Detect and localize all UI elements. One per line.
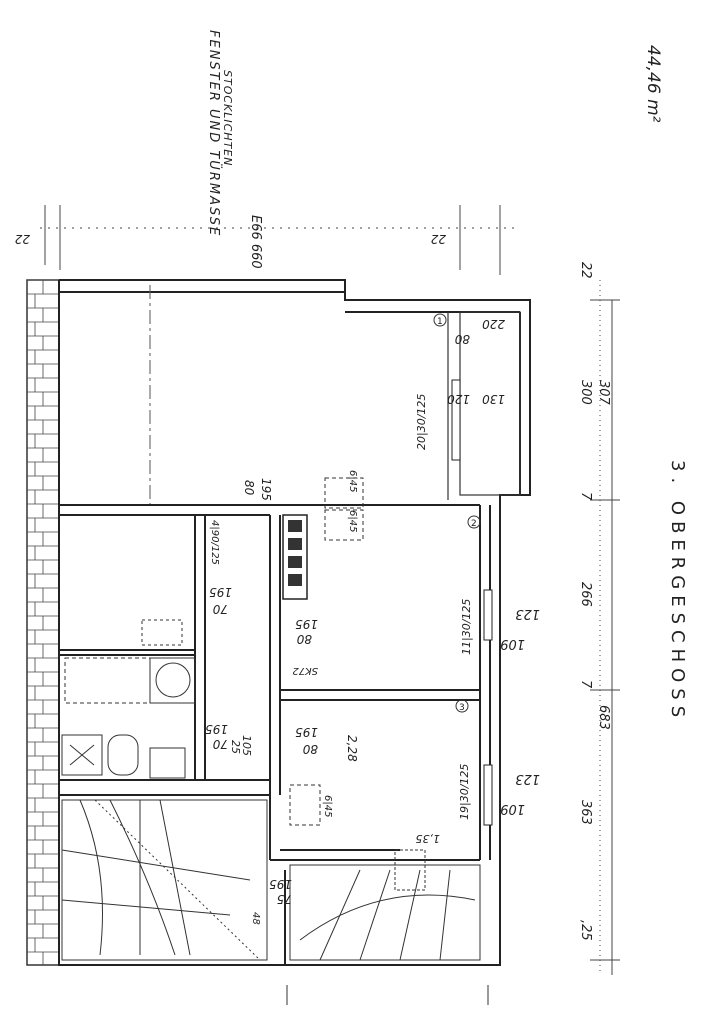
height-228: 2,28 [345, 735, 359, 762]
small-window-c: 6|45 [347, 510, 358, 532]
shaft-block [282, 514, 308, 600]
dim-25: ,25 [578, 920, 593, 941]
dim-266: 266 [578, 582, 593, 607]
room-2-number: 2 [471, 519, 477, 529]
wall-22-right: 22 [578, 262, 593, 279]
room-1-number: 1 [437, 317, 443, 327]
door-e-width: 70 [212, 737, 228, 751]
door-b-width: 80 [296, 632, 312, 646]
small-window-d: 6|45 [322, 795, 333, 817]
window-symbols [451, 379, 493, 826]
dim-307: 307 [596, 380, 611, 406]
stair-left [61, 799, 268, 961]
small-window-a: 4|90/125 [209, 520, 220, 565]
door-f-height: 195 [269, 877, 292, 891]
brick-wall-strip [26, 279, 60, 966]
value-105: 105 [240, 735, 253, 756]
door-d-height: 195 [295, 725, 318, 739]
area-label: 44,46 m² [643, 45, 663, 123]
value-25: 25 [229, 740, 242, 754]
window-3-label: 19|30/125 [458, 764, 471, 820]
window-1-label: 20|30/125 [415, 394, 428, 450]
plan-title: 3. OBERGESCHOSS [667, 460, 688, 723]
dim-7a: 7 [578, 492, 593, 501]
door-c-height: 195 [209, 585, 232, 599]
stair-right [289, 849, 481, 961]
window-1-val-d: 80 [454, 332, 470, 346]
door-a-width: 80 [242, 480, 256, 496]
window-3-val-a: 123 [515, 771, 540, 786]
top-dimension-line [40, 205, 520, 275]
window-1-val-a: 120 [447, 392, 470, 406]
note-line-2: STOCKLICHTEN [221, 70, 234, 166]
window-1-val-c: 220 [482, 317, 505, 331]
dim-7b: 7 [578, 680, 593, 689]
window-1-val-b: 130 [482, 392, 505, 406]
door-e-height: 195 [205, 722, 228, 736]
right-dimension-chain [590, 280, 620, 975]
room-markers [433, 313, 481, 713]
door-b-height: 195 [295, 617, 318, 631]
bath-fixtures [61, 619, 196, 779]
door-c-width: 70 [212, 602, 228, 616]
door-f-width: 75 [277, 892, 292, 906]
bottom-marks [286, 985, 489, 1005]
window-3-val-b: 109 [500, 801, 525, 816]
window-2-val-a: 123 [515, 606, 540, 621]
value-135: 1,35 [416, 832, 441, 845]
roof-windows [289, 477, 364, 826]
note-values: E66 660 [248, 215, 263, 269]
small-window-b: 6|45 [347, 470, 358, 492]
door-a-height: 195 [259, 478, 273, 501]
note-line-1: FENSTER UND TÜRMASSE [206, 30, 223, 237]
room-3-number: 3 [459, 703, 465, 713]
wall-22-mid: 22 [431, 232, 446, 246]
value-sk: SK72 [292, 665, 318, 676]
wall-22-left: 22 [15, 232, 30, 246]
dim-683: 683 [596, 705, 611, 730]
dim-300: 300 [578, 380, 593, 405]
interior-walls [59, 504, 491, 965]
window-2-val-b: 109 [500, 636, 525, 651]
window-2-label: 11|30/125 [460, 599, 473, 655]
dim-363: 363 [578, 800, 593, 825]
value-48: 48 [250, 912, 261, 925]
door-d-width: 80 [302, 742, 318, 756]
